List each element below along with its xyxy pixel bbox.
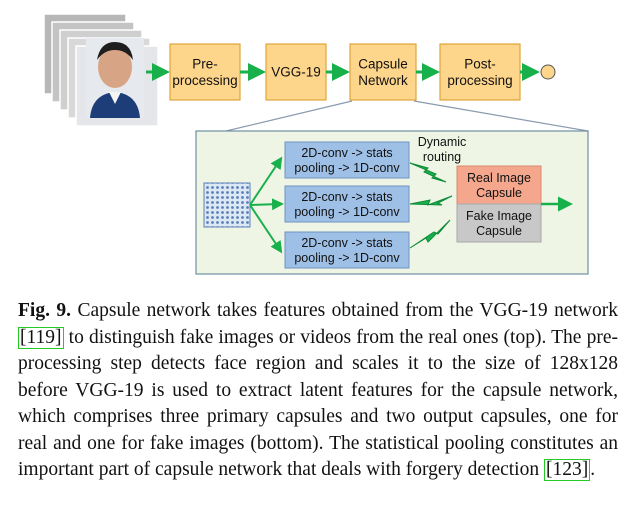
caption-text-3: . (590, 459, 596, 480)
zoom-line-left (225, 100, 353, 132)
figure-caption: Fig. 9. Capsule network takes features o… (18, 298, 618, 484)
fake-image-capsule (456, 203, 542, 243)
figure-label: Fig. 9. (18, 300, 72, 321)
postprocessing-box (439, 43, 521, 101)
real-image-capsule (456, 165, 542, 205)
caption-text-1: Capsule network takes features obtained … (71, 300, 618, 321)
preprocessing-box-label: Pre-processing (172, 56, 237, 87)
postprocessing-box-label: Post-processing (447, 56, 512, 87)
face-photo (86, 38, 144, 118)
zoom-line-right (413, 100, 589, 132)
routing-bolt-1 (409, 162, 447, 183)
primary-capsule-1 (284, 141, 410, 179)
face-image-stack (43, 13, 159, 127)
arrow-grid-to-capsule-3 (249, 204, 283, 254)
routing-bolt-3 (409, 219, 451, 249)
arrow-grid-to-capsule-2 (249, 198, 284, 211)
primary-capsule-3 (284, 231, 410, 269)
preprocessing-box (169, 43, 241, 101)
input-feature-grid (203, 182, 251, 228)
citation-link-123[interactable]: [123] (543, 459, 591, 481)
caption-text-2: to distinguish fake images or videos fro… (18, 326, 618, 481)
citation-link-119[interactable]: [119] (18, 326, 64, 349)
arrow-grid-to-capsule-1 (249, 156, 283, 206)
routing-bolt-2 (409, 195, 453, 206)
vgg19-box-label: VGG-19 (271, 65, 321, 80)
primary-capsule-2 (284, 185, 410, 223)
output-node (540, 64, 556, 80)
vgg19-box (265, 43, 327, 101)
capsule-network-box (349, 43, 417, 101)
